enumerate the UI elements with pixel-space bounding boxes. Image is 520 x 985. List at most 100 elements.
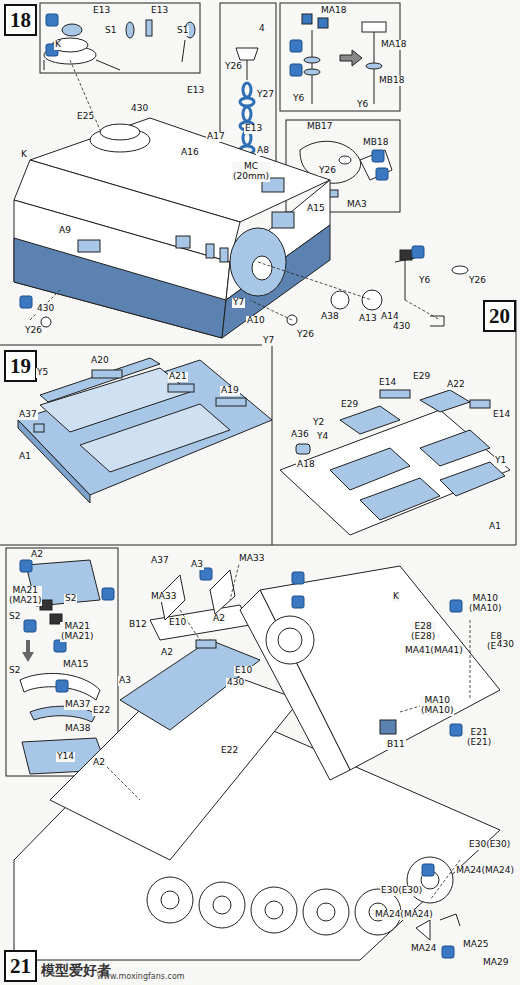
part-label: A38 [320,312,340,322]
instruction-icon [442,946,454,958]
part-label: E14 [492,410,511,420]
part-label: A20 [90,356,110,366]
part-label: K [20,150,28,160]
part-label: Y5 [36,368,49,378]
part-label: S1 [176,26,189,36]
part-label: S2 [64,594,77,604]
part-label: Y26 [318,166,337,176]
step-number-box: 20 [483,300,516,332]
instruction-icon [292,572,304,584]
instruction-icon [46,14,58,26]
part-label: Y6 [356,100,369,110]
part-label: MA25 [462,940,489,950]
part-label: A21 [168,372,188,382]
inset-frame [280,3,400,111]
inset-frame [40,3,200,73]
part-label: E29 [412,372,431,382]
part-label: S2 [8,612,21,622]
part-label: MA41(MA41) [404,646,464,656]
part-label: E14 [378,378,397,388]
part-label: A10 [246,316,266,326]
step-divider [0,345,272,346]
part-label: MA29 [482,958,509,968]
part-label: E13 [150,6,169,16]
part-label: MC (20mm) [232,162,270,182]
part-label: E13 [92,6,111,16]
step-number: 18 [7,8,34,33]
part-label: Y6 [292,94,305,104]
part-label: MA18 [380,40,407,50]
part-label: Y14 [56,752,75,762]
step-arrow-head [22,652,34,662]
instruction-icon [20,560,32,572]
part-label: Y1 [494,456,507,466]
part-label: S2 [8,666,21,676]
part-label: A1 [488,522,502,532]
instruction-icon [290,40,302,52]
part-label: A2 [212,614,226,624]
part-label: MA33 [238,554,265,564]
part-label: A37 [18,410,38,420]
part-label: MA24(MA24) [455,866,515,876]
part-label: MA21 (MA21) [60,622,94,642]
part-label: MA38 [64,724,91,734]
instruction-icon [450,600,462,612]
part-label: MB17 [306,122,333,132]
instruction-icon [372,150,384,162]
road-wheel [303,889,349,935]
part-label: A13 [358,314,378,324]
part-label: E25 [76,112,95,122]
step-number-box: 19 [4,350,37,382]
part-label: A3 [190,560,204,570]
part-label: MA37 [64,700,91,710]
part-label: MA33 [150,592,177,602]
step-divider [0,545,272,546]
inset-frame [6,548,118,776]
part-label: A37 [150,556,170,566]
part-label: E13 [186,86,205,96]
part-label: S1 [104,26,117,36]
part-label: A9 [58,226,72,236]
part-label: Y26 [224,62,243,72]
part-label: E21 (E21) [466,728,492,748]
road-wheel [251,887,297,933]
part-label: E22 [92,706,111,716]
part-label: E22 [220,746,239,756]
icon-count: 430 [496,640,515,650]
part-label: A19 [220,386,240,396]
instruction-icon [54,640,66,652]
part-label: Y26 [296,330,315,340]
part-label: MA21 (MA21) [8,586,42,606]
instruction-icon [24,620,36,632]
part-label: E13 [244,124,263,134]
instruction-icon [376,168,388,180]
icon-count: 430 [36,304,55,314]
part-label: MA18 [320,6,347,16]
part-label: Y7 [262,336,275,346]
part-label: Y2 [312,418,325,428]
step-number-box: 18 [4,4,37,36]
part-label: E30(E30) [468,840,511,850]
part-label: A17 [206,132,226,142]
instruction-icon [292,596,304,608]
part-label: MA24 [410,944,437,954]
part-label: A15 [306,204,326,214]
watermark: www.moxingfans.com [96,972,186,981]
part-label: MA15 [62,660,89,670]
part-label: K [392,592,400,602]
part-label: MA10 (MA10) [420,696,454,716]
part-label: MB18 [378,76,405,86]
part-label: A18 [296,460,316,470]
instruction-icon [412,246,424,258]
part-label: A8 [256,146,270,156]
icon-count: 430 [130,104,149,114]
part-label: Y26 [468,276,487,286]
part-label: MA24(MA24) [374,910,434,920]
step-number-box: 21 [4,950,37,982]
road-wheel [407,857,453,903]
instruction-icon [422,864,434,876]
part-label: Y6 [418,276,431,286]
part-label: MB18 [362,138,389,148]
part-label: A2 [92,758,106,768]
part-label: E10 [168,618,187,628]
